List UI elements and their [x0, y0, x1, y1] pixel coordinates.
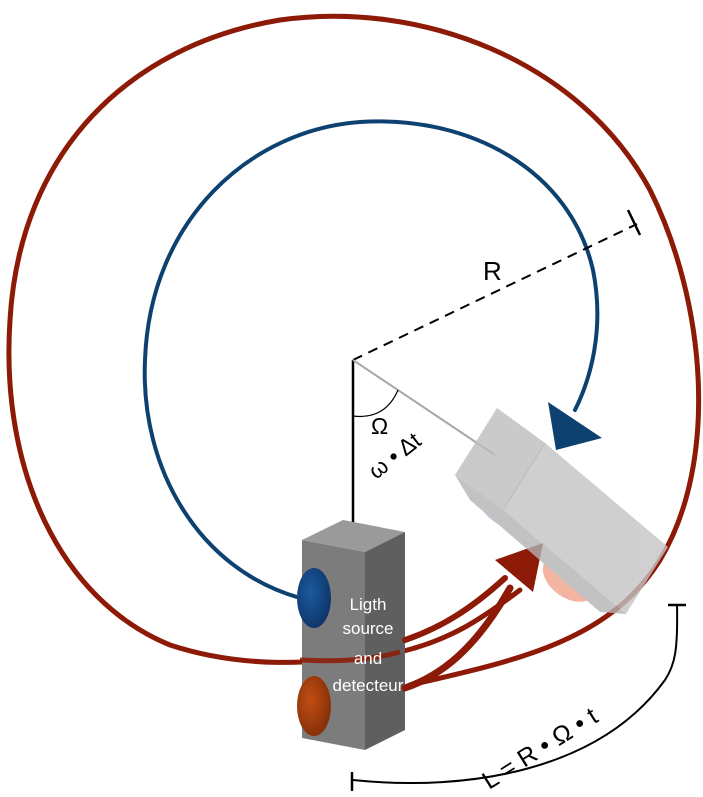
red-path-lower-segment: [401, 584, 514, 692]
angle-arc: [352, 389, 399, 418]
blue-light-path: [142, 119, 600, 600]
rotated-radius-line: [352, 359, 496, 456]
red-light-path: [6, 13, 702, 688]
box-label-line4: detecteur: [333, 676, 404, 695]
arc-length-bracket: [352, 603, 679, 785]
red-arrowhead-icon: [495, 543, 543, 592]
rotated-box: [455, 408, 668, 614]
radius-label: R: [483, 256, 502, 286]
box-label-line2: source: [342, 619, 393, 638]
blue-port: [297, 568, 331, 628]
light-source-box: [297, 520, 405, 750]
box-label-line3: and: [354, 649, 382, 668]
red-path-front-segment: [299, 649, 401, 664]
orange-port: [297, 676, 331, 736]
radius-dashed-line: [352, 223, 638, 361]
radius-end-tick: [626, 209, 642, 236]
arc-length-label: L = R • Ω • t: [477, 702, 603, 795]
omega-label: Ω: [371, 413, 388, 439]
box-label-line1: Ligth: [350, 595, 387, 614]
blue-arrowhead-icon: [548, 402, 602, 450]
red-path-upper-segment: [402, 575, 508, 643]
